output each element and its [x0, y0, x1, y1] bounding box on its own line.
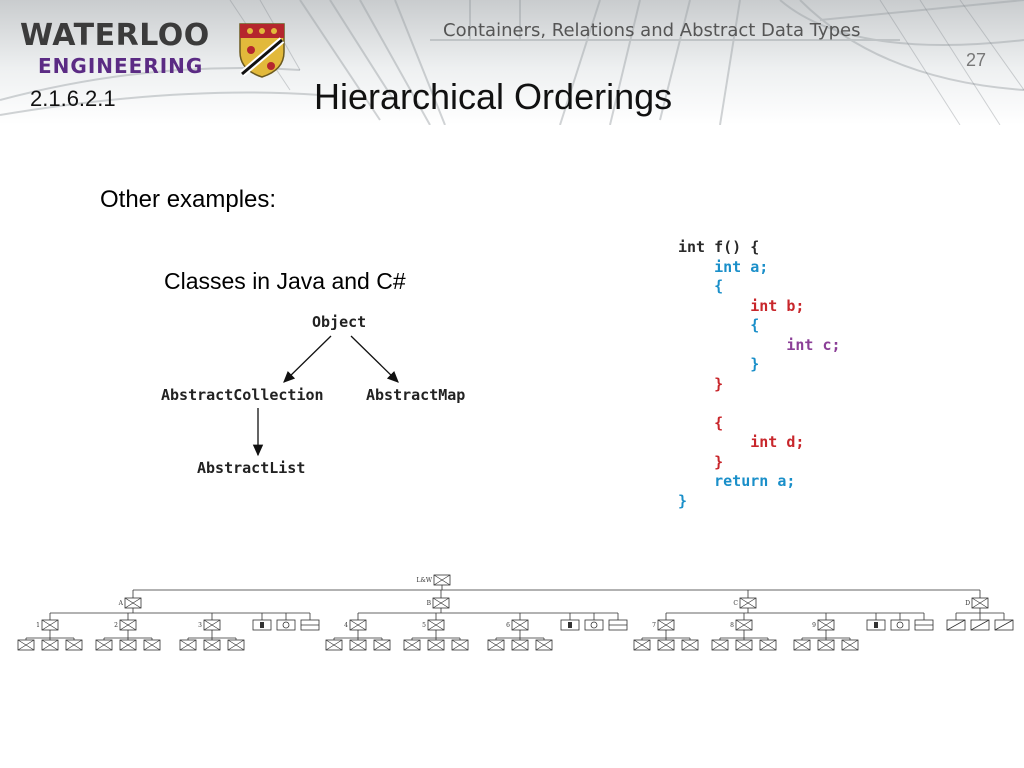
code-line: int a;	[678, 257, 769, 276]
code-block: int f() { int a; { int b; { int c; } } {…	[678, 238, 841, 511]
arrow-object-to-map	[350, 335, 399, 383]
code-line: {	[678, 277, 724, 295]
tree-level2-label: 1	[36, 622, 40, 629]
tree-level1-label: C	[733, 600, 738, 607]
code-line: {	[678, 316, 760, 334]
arrow-object-to-collection	[283, 335, 332, 383]
slide-title: Hierarchical Orderings	[314, 76, 673, 117]
tree-level2-label: 5	[422, 622, 426, 629]
tree-level2-label: 7	[652, 622, 656, 629]
tree-root-label: L&W	[417, 577, 433, 584]
code-line	[678, 394, 841, 414]
section-number: 2.1.6.2.1	[30, 86, 116, 111]
tree-level2-label: 4	[344, 622, 348, 629]
class-node-abstract-collection: AbstractCollection	[161, 386, 324, 404]
university-crest-icon	[239, 23, 285, 78]
tree-level2-label: 9	[812, 622, 816, 629]
header-banner: WATERLOO ENGINEERING Containers, Relatio…	[0, 0, 1024, 125]
code-line: int d;	[678, 433, 805, 451]
tree-level2-label: 8	[730, 622, 734, 629]
code-line: }	[678, 491, 688, 510]
code-line: int c;	[678, 335, 841, 354]
tree-level1-label: D	[965, 600, 970, 607]
code-line: }	[678, 452, 724, 471]
tree-level2-label: 3	[198, 622, 202, 629]
tree-level2-label: 2	[114, 622, 118, 629]
code-line: }	[678, 355, 760, 373]
tree-level2-label: 6	[506, 622, 510, 629]
class-node-abstract-list: AbstractList	[197, 459, 306, 477]
intro-text: Other examples:	[100, 186, 277, 213]
code-line: int f() {	[678, 238, 760, 256]
tree-terminal-node	[890, 619, 910, 631]
tree-level1-label: B	[427, 600, 432, 607]
code-line: int b;	[678, 296, 805, 315]
course-title: Containers, Relations and Abstract Data …	[443, 20, 861, 41]
banner-background	[0, 0, 1024, 125]
class-node-object: Object	[312, 313, 367, 331]
slide-number: 27	[965, 50, 986, 70]
tree-level1-label: A	[118, 600, 124, 607]
code-line: }	[678, 374, 724, 393]
tree-terminal-node	[276, 619, 296, 631]
code-line: {	[678, 413, 724, 432]
tree-terminal-node	[584, 619, 604, 631]
brand-engineering: ENGINEERING	[38, 54, 204, 78]
code-line: return a;	[678, 472, 796, 490]
classes-heading: Classes in Java and C#	[164, 268, 406, 294]
class-node-abstract-map: AbstractMap	[366, 386, 466, 404]
system-tree-diagram: L&W A 1 2 3 B 4 5 6 C 7 8 9 D	[17, 574, 1014, 651]
brand-waterloo: WATERLOO	[20, 18, 210, 53]
